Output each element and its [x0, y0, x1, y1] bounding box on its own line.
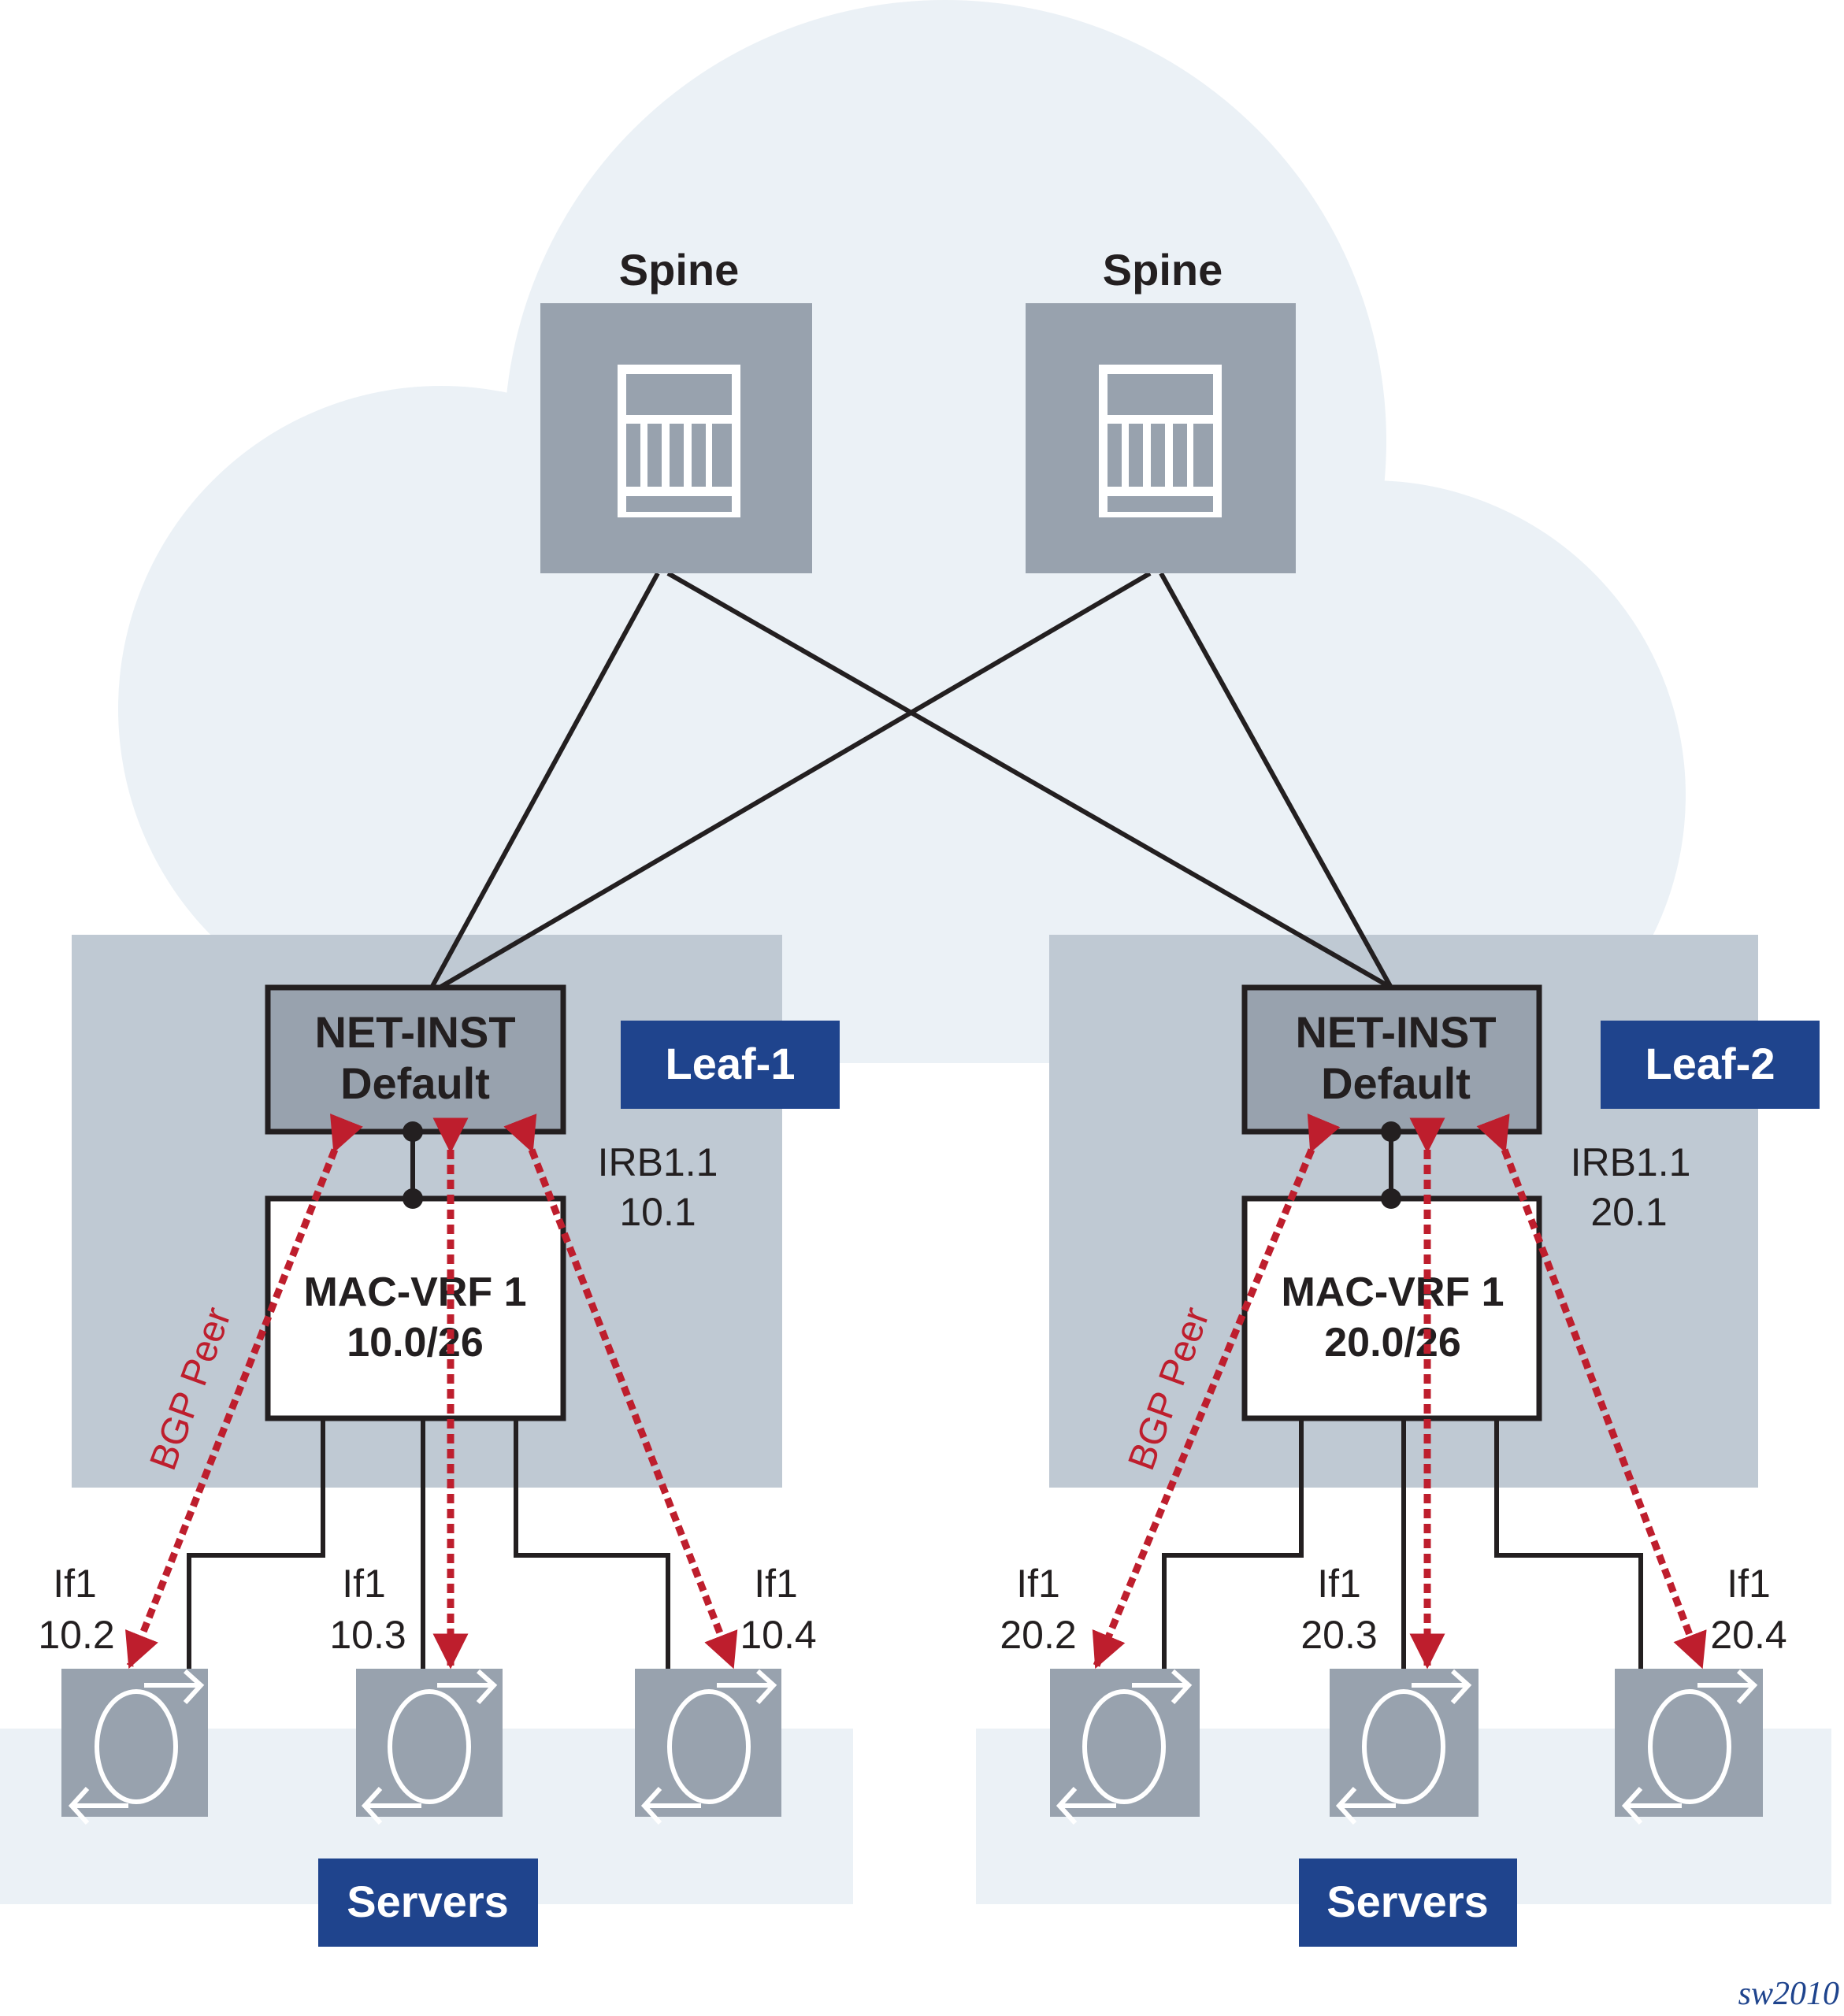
if-label: If1: [342, 1562, 386, 1606]
if-label: If1: [1016, 1562, 1060, 1606]
servers-2-label: Servers: [1326, 1877, 1489, 1926]
leaf-2-mac-vrf-line1: MAC-VRF 1: [1281, 1269, 1504, 1315]
server-6: [1615, 1669, 1763, 1823]
leaf-2-irb-line1: IRB1.1: [1571, 1140, 1691, 1184]
bgp-arrow: [1476, 1114, 1707, 1670]
spine-1: Spine: [540, 245, 812, 573]
leaf-1-irb-line2: 10.1: [619, 1190, 696, 1234]
link-spine1-leaf2: [666, 571, 1393, 990]
if-addr: 10.3: [329, 1613, 406, 1657]
leaf-1-net-inst-box: [265, 984, 566, 1135]
bgp-arrow: [125, 1114, 363, 1670]
chassis-switch-icon: [1099, 365, 1222, 517]
spine-2: Spine: [1026, 245, 1296, 573]
figure-id: sw2010: [1738, 1976, 1839, 2012]
leaf-1-irb-line1: IRB1.1: [598, 1140, 718, 1184]
leaf-1-mac-vrf-line2: 10.0/26: [347, 1320, 484, 1366]
servers-2-label-bg: [1299, 1858, 1517, 1947]
spine-1-label: Spine: [619, 245, 739, 295]
bgp-arrow: [1092, 1113, 1341, 1670]
server-5: [1330, 1669, 1479, 1823]
servers-1-label-bg: [318, 1858, 538, 1947]
leaf-2-irb-line2: 20.1: [1590, 1190, 1667, 1234]
leaf-1-irb-dot-top: [403, 1121, 423, 1142]
if-label: If1: [53, 1562, 97, 1606]
leaf-1-net-inst-line1: NET-INST: [314, 1007, 515, 1057]
if-addr: 10.4: [740, 1613, 816, 1657]
leaf-1-bgp-arrows: [125, 1114, 738, 1670]
chassis-switch-icon: [618, 365, 740, 517]
if-addr: 10.2: [38, 1613, 114, 1657]
spine-2-label: Spine: [1103, 245, 1223, 295]
leaf-1-net-inst-line2: Default: [340, 1058, 490, 1108]
leaf-2: NET-INST Default MAC-VRF 1 20.0/26 IRB1.…: [1000, 984, 1820, 1947]
leaf-2-label-bg: [1601, 1021, 1820, 1109]
server-4: [1050, 1669, 1200, 1823]
servers-1-label: Servers: [347, 1877, 509, 1926]
leaf-1: NET-INST Default MAC-VRF 1 10.0/26 IRB1.…: [38, 984, 840, 1947]
if-label: If1: [1727, 1562, 1771, 1606]
leaf-1-mac-vrf-line1: MAC-VRF 1: [303, 1269, 526, 1315]
leaf-2-irb-dot-top: [1381, 1121, 1401, 1142]
server-1: [61, 1669, 208, 1823]
leaf-2-irb-dot-bottom: [1381, 1188, 1401, 1209]
fabric-links: [429, 571, 1393, 990]
leaf-1-label: Leaf-1: [666, 1039, 796, 1088]
server-2: [356, 1669, 503, 1823]
leaf-2-net-inst-line2: Default: [1321, 1058, 1471, 1108]
if-label: If1: [1317, 1562, 1361, 1606]
bgp-arrow: [503, 1114, 738, 1670]
if-addr: 20.4: [1710, 1613, 1786, 1657]
if-label: If1: [754, 1562, 798, 1606]
leaf-1-label-bg: [621, 1021, 840, 1109]
link-spine2-leaf1: [438, 571, 1152, 990]
leaf-2-net-inst-line1: NET-INST: [1295, 1007, 1496, 1057]
leaf-2-bgp-arrows: [1092, 1113, 1707, 1670]
server-3: [635, 1669, 781, 1823]
leaf-2-label: Leaf-2: [1646, 1039, 1775, 1088]
if-addr: 20.2: [1000, 1613, 1076, 1657]
if-addr: 20.3: [1300, 1613, 1377, 1657]
leaf-2-mac-vrf-line2: 20.0/26: [1324, 1320, 1461, 1366]
link-spine1-leaf1: [429, 572, 660, 989]
leaf-1-irb-dot-bottom: [403, 1188, 423, 1209]
leaf-2-net-inst-box: [1241, 984, 1542, 1135]
link-spine2-leaf2: [1159, 572, 1393, 989]
